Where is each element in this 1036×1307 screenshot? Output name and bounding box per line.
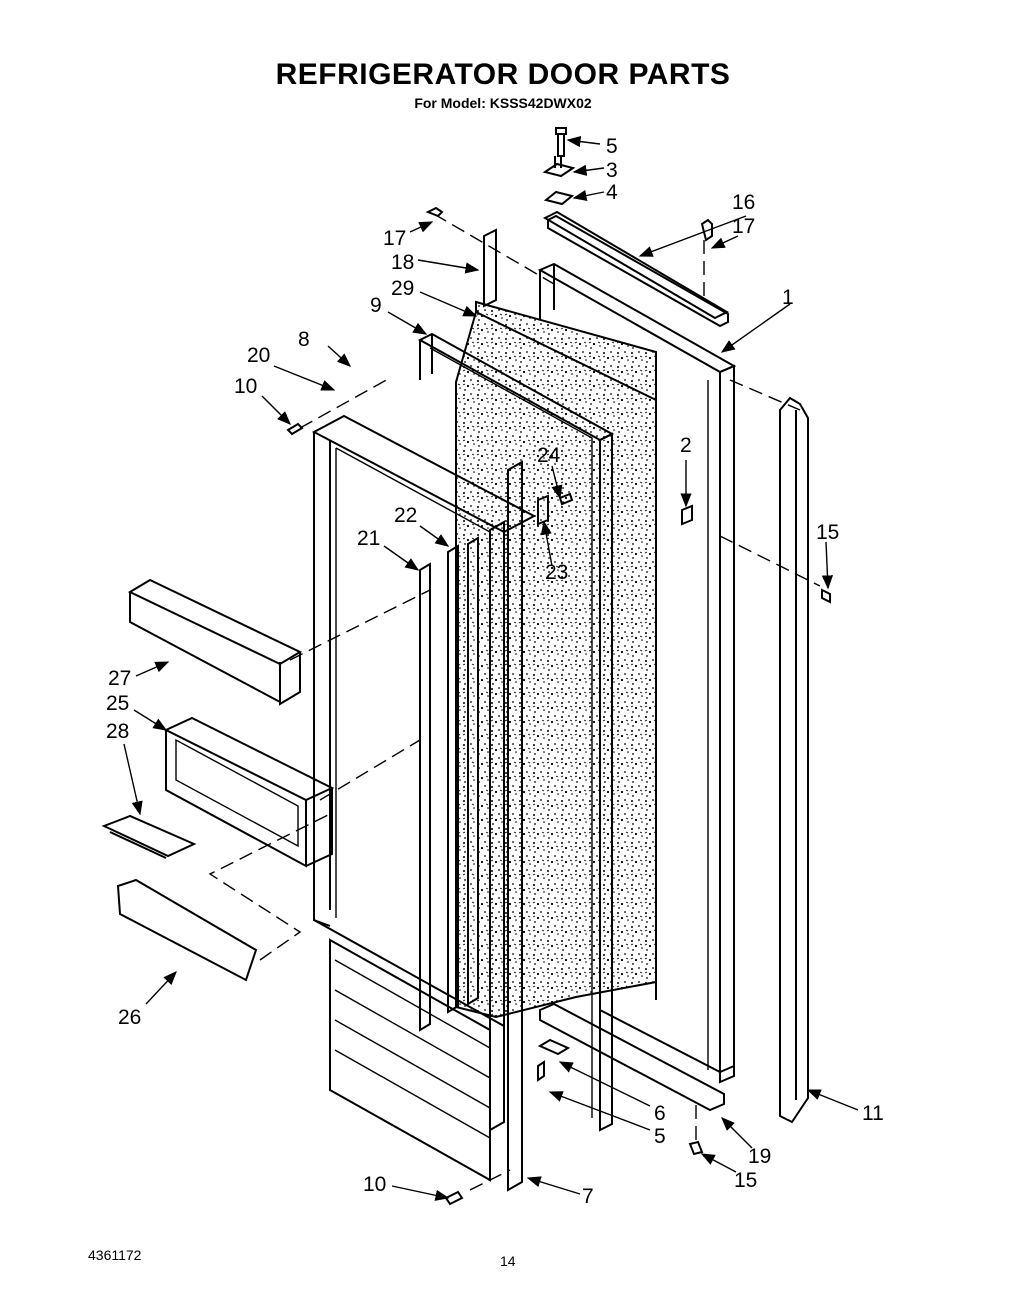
bracket [537,494,549,526]
top-hinge-bracket [547,214,729,328]
lower-hinge-bracket [539,1002,725,1112]
leader-arrows [123,136,859,1201]
callout-29: 29 [391,277,414,300]
callout-labels: 5 3 4 16 17 1 17 18 29 9 8 20 10 2 24 15… [106,135,884,1208]
callout-4: 4 [606,181,618,204]
callout-1: 1 [782,286,794,309]
door-clip [681,504,693,526]
callout-22: 22 [394,504,417,527]
door-frame [537,262,737,1084]
callout-19: 19 [748,1145,771,1168]
callout-9: 9 [370,294,382,317]
screws [286,206,831,1206]
callout-28: 28 [106,720,129,743]
assembly-lines [208,213,821,1191]
callout-8: 8 [298,328,310,351]
callout-26: 26 [118,1006,141,1029]
page-number: 14 [500,1253,516,1269]
callout-20: 20 [247,344,270,367]
door-trim-strip [507,460,523,1192]
top-trim-strip [483,228,497,308]
callout-23: 23 [545,561,568,584]
callout-17-right: 17 [732,215,755,238]
callout-15-right: 15 [816,521,839,544]
hinge-side-trim [779,396,809,1124]
callout-5-top: 5 [606,135,618,158]
cover-trim [116,878,258,982]
callout-10-top: 10 [234,375,257,398]
callout-21: 21 [357,527,380,550]
callout-2: 2 [680,434,692,457]
callout-7: 7 [582,1185,594,1208]
callout-17-left: 17 [383,227,406,250]
callout-3: 3 [606,159,618,182]
drip-tray [101,814,197,859]
bottom-hinge [537,1038,571,1056]
model-subtitle: For Model: KSSS42DWX02 [414,95,592,111]
top-hinge-assembly [542,127,730,320]
callout-16: 16 [732,191,755,214]
callout-11: 11 [862,1102,884,1125]
callout-5-bottom: 5 [654,1125,666,1148]
foam-insulation-panel [455,300,657,1019]
door-bin [127,578,303,706]
callout-15-bottom: 15 [734,1169,757,1192]
callout-25: 25 [106,692,129,715]
page-title: REFRIGERATOR DOOR PARTS [275,58,731,91]
callout-24: 24 [537,444,561,467]
callout-27: 27 [108,667,131,690]
callout-10-bottom: 10 [363,1173,386,1196]
door-gasket [417,332,615,1132]
callout-18: 18 [391,251,414,274]
document-number: 4361172 [88,1247,142,1263]
dispenser-housing [163,716,335,868]
callout-6: 6 [654,1102,666,1125]
shelf-rails [419,536,479,1032]
